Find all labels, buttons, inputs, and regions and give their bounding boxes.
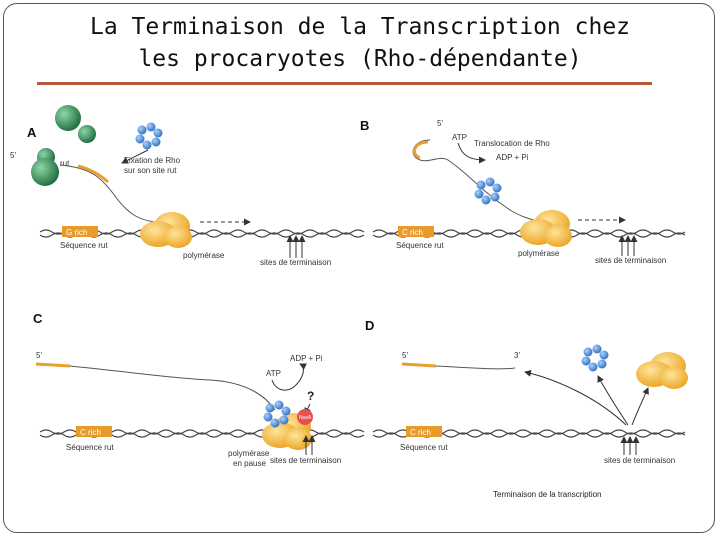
- polymerase-icon: [262, 413, 312, 450]
- panel-d-three-prime: 3': [514, 351, 520, 360]
- panel-a-rut-tag: rut: [60, 159, 70, 168]
- panel-a: A 5' rut Fixation de Rho sur son site ru…: [10, 105, 365, 267]
- panel-b-adp: ADP + Pi: [496, 153, 529, 162]
- ribosome-icon: [31, 105, 96, 186]
- panel-a-fixation-1: Fixation de Rho: [124, 156, 181, 165]
- gc-rich-box: [62, 226, 98, 237]
- panel-b-atp: ATP: [452, 133, 467, 142]
- panel-c: C 5' ADP + Pi ATP ? C rich Séquence rut …: [33, 311, 365, 468]
- panel-c-gc: C rich: [80, 428, 101, 437]
- slide-frame: [3, 3, 715, 533]
- mrna-strand: [69, 365, 276, 411]
- panel-c-sequence: Séquence rut: [66, 443, 114, 452]
- page-title-line-1: La Terminaison de la Transcription chez: [89, 14, 631, 40]
- panel-c-sites: sites de terminaison: [270, 456, 341, 465]
- rho-hexamer-icon: [474, 177, 502, 205]
- panel-c-question: ?: [307, 389, 314, 403]
- panel-d-caption: Terminaison de la transcription: [493, 490, 602, 499]
- panel-d-five-prime: 5': [402, 351, 408, 360]
- page-title-line-2: les procaryotes (Rho-dépendante): [138, 46, 582, 72]
- panel-b-five-prime: 5': [437, 119, 443, 128]
- mrna-strand: [59, 164, 156, 223]
- rho-hexamer-icon: [581, 344, 609, 372]
- title-underline: [37, 82, 652, 85]
- panel-d-sites: sites de terminaison: [604, 456, 675, 465]
- gc-rich-box: [406, 426, 442, 437]
- panel-c-letter: C: [33, 311, 43, 326]
- panel-b-gc: C rich: [402, 228, 423, 237]
- panel-a-sequence: Séquence rut: [60, 241, 108, 250]
- panel-b: B 5' ATP Translocation de Rho ADP + Pi C…: [360, 118, 686, 265]
- panel-b-polymerase: polymérase: [518, 249, 560, 258]
- rho-hexamer-icon: [263, 400, 291, 428]
- released-rna: [435, 365, 516, 370]
- panel-c-polymerase-2: en pause: [233, 459, 266, 468]
- panel-a-letter: A: [27, 125, 37, 140]
- panel-c-atp: ATP: [266, 369, 281, 378]
- polymerase-icon: [636, 352, 688, 389]
- panel-b-translocation: Translocation de Rho: [474, 139, 550, 148]
- panel-b-letter: B: [360, 118, 369, 133]
- gc-rich-box: [76, 426, 112, 437]
- panel-a-gc: G rich: [66, 228, 87, 237]
- panel-b-sequence: Séquence rut: [396, 241, 444, 250]
- nusa-factor: [297, 409, 313, 425]
- panel-a-five-prime: 5': [10, 151, 16, 160]
- rut-rna-segment: [77, 164, 109, 184]
- panel-d-gc: C rich: [410, 428, 431, 437]
- panel-d: D 5' 3' C rich Séquence rut sites de ter…: [365, 318, 688, 499]
- panel-a-fixation-2: sur son site rut: [124, 166, 177, 175]
- panel-b-sites: sites de terminaison: [595, 256, 666, 265]
- panel-a-polymerase: polymérase: [183, 251, 225, 260]
- gc-rich-box: [398, 226, 434, 237]
- panel-a-sites: sites de terminaison: [260, 258, 331, 267]
- panel-c-polymerase-1: polymérase: [228, 449, 270, 458]
- polymerase-icon: [520, 210, 572, 247]
- rho-hexamer-icon: [135, 122, 163, 150]
- panel-c-five-prime: 5': [36, 351, 42, 360]
- panel-d-letter: D: [365, 318, 374, 333]
- polymerase-icon: [140, 212, 192, 248]
- panel-c-adp: ADP + Pi: [290, 354, 323, 363]
- panel-c-nusa: NusA: [299, 415, 312, 421]
- panel-d-sequence: Séquence rut: [400, 443, 448, 452]
